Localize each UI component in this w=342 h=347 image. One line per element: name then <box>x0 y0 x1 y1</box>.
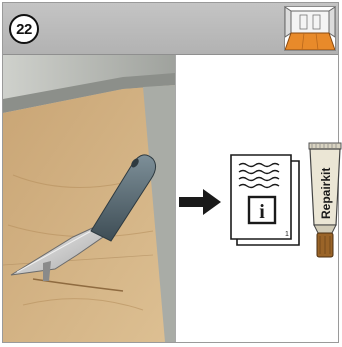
repair-kit-tube-icon: Repairkit <box>306 141 342 259</box>
page-number: 1 <box>285 231 289 238</box>
arrow-right-icon <box>179 187 223 217</box>
manual-document-icon: i 1 <box>229 153 301 249</box>
panel-divider <box>175 55 176 342</box>
repair-kit-label: Repairkit <box>319 168 333 219</box>
knife-cutting-illustration <box>3 55 175 342</box>
step-header: 22 <box>3 3 338 55</box>
info-glyph: i <box>259 201 265 223</box>
room-floor-icon <box>284 6 336 51</box>
instruction-panel: 22 <box>2 2 339 343</box>
step-number-badge: 22 <box>9 14 39 44</box>
